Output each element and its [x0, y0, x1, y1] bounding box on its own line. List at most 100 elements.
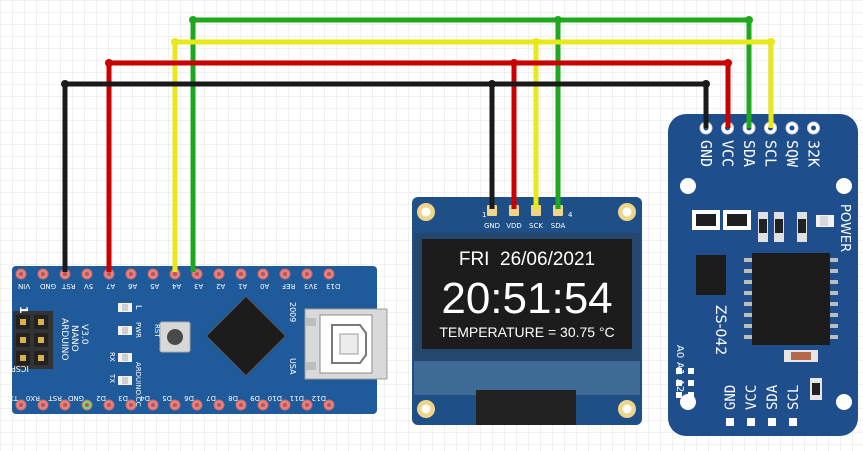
oled-pin-label: SDA — [551, 222, 566, 230]
ic-leg-left — [744, 269, 752, 273]
nano-pin-hole — [41, 272, 45, 276]
nano-pin-label: A3 — [194, 282, 203, 290]
rtc-pin-label: SQW — [783, 140, 801, 168]
rtc-pin-hole — [811, 125, 816, 131]
oled-lower-glass — [414, 361, 640, 395]
nano-pin-hole — [85, 403, 89, 407]
rtc-address-pads — [676, 368, 694, 398]
nano-pin-hole — [217, 272, 221, 276]
wire-gnd-black[interactable] — [62, 81, 495, 272]
ic-leg-left — [744, 258, 752, 262]
rtc-power-label: POWER — [837, 204, 852, 252]
nano-pin-hole — [283, 272, 287, 276]
rtc-pin-label: GND — [697, 140, 715, 167]
nano-pin-label: A0 — [260, 282, 269, 290]
rtc-bottom-pin-gnd[interactable] — [726, 418, 734, 426]
rtc-addr-a2: A2 — [674, 379, 685, 392]
nano-pin-hole — [173, 272, 177, 276]
board-name-line1: ARDUINO — [59, 318, 69, 360]
website-label: ARDUINO.CC — [134, 362, 142, 407]
ic-leg-right — [830, 280, 838, 284]
nano-pin-hole — [305, 403, 309, 407]
nano-pin-label: D10 — [268, 394, 282, 402]
nano-pin-label: D13 — [326, 282, 340, 290]
nano-pin-hole — [327, 403, 331, 407]
nano-pin-label: RST — [61, 282, 75, 290]
icsp-header — [13, 311, 53, 369]
nano-pin-label: A2 — [216, 282, 225, 290]
nano-pin-hole — [19, 272, 23, 276]
nano-pin-label: D3 — [118, 394, 128, 402]
atmega-chip — [205, 295, 287, 377]
nano-pin-label: D5 — [162, 394, 172, 402]
nano-pin-hole — [239, 272, 243, 276]
wires — [61, 16, 775, 272]
mini-usb-connector — [304, 308, 388, 380]
rtc-bottom-pin-sda[interactable] — [768, 418, 776, 426]
led-rx — [118, 353, 132, 362]
rtc-bottom-pin-label: SDA — [765, 384, 781, 410]
pin1-label: 1 — [17, 306, 30, 314]
oled-pin-first: 1 — [482, 211, 486, 219]
ic-leg-left — [744, 324, 752, 328]
oled-ribbon — [476, 390, 576, 425]
nano-pin-label: D4 — [140, 394, 150, 402]
rtc-pin-label: SDA — [740, 140, 758, 167]
ic-leg-left — [744, 302, 752, 306]
wire-sda-green[interactable] — [190, 17, 561, 272]
nano-pin-hole — [195, 272, 199, 276]
led-pwr-label: PWR — [134, 322, 142, 338]
nano-pin-hole — [173, 403, 177, 407]
ic-leg-right — [830, 302, 838, 306]
wire-vcc-red[interactable] — [106, 60, 517, 272]
rtc-smd-row — [692, 210, 834, 242]
wire-scl-yellow[interactable] — [172, 39, 539, 272]
ic-leg-right — [830, 258, 838, 262]
nano-pin-hole — [283, 403, 287, 407]
ic-leg-right — [830, 324, 838, 328]
rtc-pin-hole — [789, 125, 795, 131]
nano-pin-hole — [107, 272, 111, 276]
ic-leg-left — [744, 335, 752, 339]
rtc-bottom-pin-scl[interactable] — [789, 418, 797, 426]
rtc-main-ic — [752, 253, 830, 345]
nano-pin-label: D2 — [96, 394, 106, 402]
nano-pin-label: 3V3 — [304, 282, 318, 290]
board-name-line2: NANO — [69, 325, 79, 352]
led-tx-label: TX — [108, 373, 116, 383]
nano-pin-label: D12 — [312, 394, 326, 402]
rtc-addr-a0: A0 — [674, 345, 685, 358]
nano-pin-hole — [63, 272, 67, 276]
nano-pin-hole — [195, 403, 199, 407]
nano-pin-label: REF — [282, 282, 295, 290]
rtc-addr-a1: A1 — [674, 362, 685, 375]
ic-leg-right — [830, 269, 838, 273]
rtc-bottom-pin-vcc[interactable] — [747, 418, 755, 426]
nano-pin-label: A6 — [127, 282, 137, 290]
reset-button[interactable] — [159, 321, 191, 353]
rtc-model-label: ZS-042 — [712, 305, 728, 355]
oled-pin-label: VDD — [506, 222, 522, 230]
nano-pin-label: GND — [68, 394, 84, 402]
rtc-bottom-pin-header — [726, 418, 797, 426]
nano-pin-hole — [63, 403, 67, 407]
nano-pin-hole — [85, 272, 89, 276]
nano-pin-hole — [261, 403, 265, 407]
nano-pcb — [12, 266, 377, 414]
nano-pin-hole — [41, 403, 45, 407]
nano-bottom-pin-row — [15, 399, 335, 411]
nano-pin-hole — [129, 272, 133, 276]
oled-pin-label: SCK — [529, 222, 543, 230]
rtc-mount-hole-1 — [680, 178, 696, 194]
nano-pin-label: D9 — [250, 394, 260, 402]
rtc-main-ic-legs — [744, 258, 838, 339]
nano-pin-label: D6 — [184, 394, 194, 402]
rtc-mount-hole-4 — [836, 394, 852, 410]
oled-time-line: 20:51:54 — [441, 274, 612, 323]
nano-pin-label: GND — [40, 282, 56, 290]
